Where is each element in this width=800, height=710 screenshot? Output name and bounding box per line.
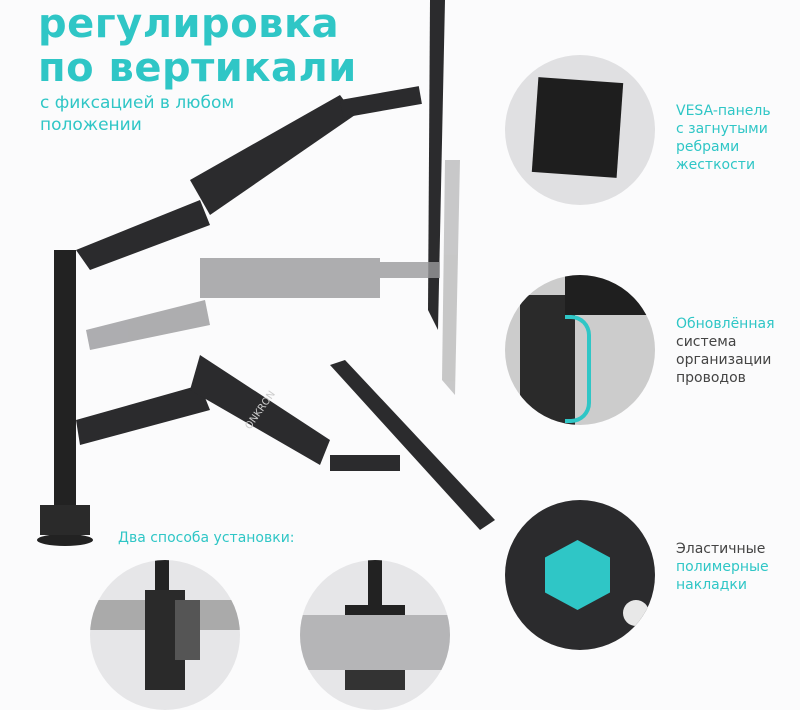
caption-line: система bbox=[676, 334, 737, 350]
subtitle-line-2: положении bbox=[40, 115, 142, 135]
arm-middle bbox=[86, 160, 460, 395]
feature-image-pads bbox=[505, 500, 655, 650]
arm-bottom bbox=[76, 355, 495, 530]
headline: регулировка по вертикали bbox=[38, 2, 357, 90]
install-clamp-image bbox=[90, 560, 240, 710]
caption-line: ребрами bbox=[676, 139, 740, 155]
caption-line: накладки bbox=[676, 577, 747, 593]
install-label: Два способа установки: bbox=[118, 530, 295, 546]
subtitle-line-1: с фиксацией в любом bbox=[40, 93, 235, 113]
feature-image-cables bbox=[505, 275, 655, 425]
caption-line: полимерные bbox=[676, 559, 769, 575]
arm-top bbox=[76, 0, 445, 330]
pole-base bbox=[37, 534, 93, 546]
caption-line: проводов bbox=[676, 370, 746, 386]
caption-line: жесткости bbox=[676, 157, 756, 173]
subtitle: с фиксацией в любом положении bbox=[40, 92, 234, 136]
caption-line: Эластичные bbox=[676, 541, 766, 557]
caption-line: Обновлённая bbox=[676, 316, 775, 332]
caption-line: организации bbox=[676, 352, 772, 368]
feature-image-vesa bbox=[505, 55, 655, 205]
feature-caption-pads: Эластичные полимерные накладки bbox=[676, 540, 769, 594]
caption-line: с загнутыми bbox=[676, 121, 768, 137]
headline-line-1: регулировка bbox=[38, 1, 340, 47]
headline-line-2: по вертикали bbox=[38, 45, 357, 91]
pole bbox=[54, 250, 76, 520]
feature-caption-cables: Обновлённая система организации проводов bbox=[676, 315, 775, 387]
caption-line: VESA-панель bbox=[676, 103, 771, 119]
feature-caption-vesa: VESA-панель с загнутыми ребрами жесткост… bbox=[676, 102, 771, 174]
install-grommet-image bbox=[300, 560, 450, 710]
